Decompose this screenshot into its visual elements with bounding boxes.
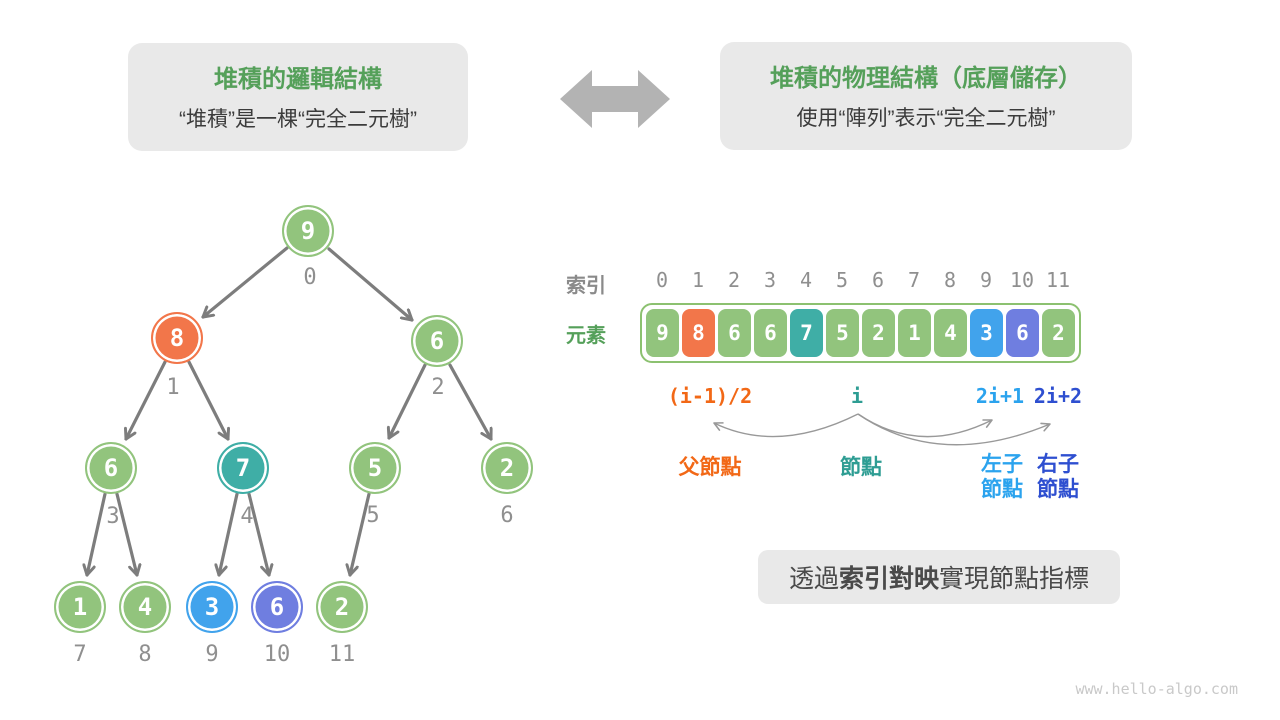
- caption-suffix: 實現節點指標: [939, 565, 1090, 593]
- tree-index-label: 10: [263, 642, 291, 667]
- array-cell: 3: [970, 309, 1003, 357]
- tree-index-label: 5: [366, 503, 380, 528]
- tree-node: 6: [251, 581, 303, 633]
- tree-node: 9: [282, 205, 334, 257]
- array-index: 1: [691, 268, 705, 292]
- array-index: 11: [1045, 268, 1071, 292]
- array-cell: 6: [1006, 309, 1039, 357]
- physical-structure-title: 堆積的物理結構（底層儲存）: [770, 65, 1082, 92]
- array-index: 9: [979, 268, 993, 292]
- double-arrow-icon: [560, 70, 670, 128]
- logical-structure-subtitle: “堆積”是一棵“完全二元樹”: [179, 108, 417, 131]
- array-index: 8: [943, 268, 957, 292]
- physical-structure-subtitle: 使用“陣列”表示“完全二元樹”: [796, 107, 1056, 130]
- node-index-formula: i: [850, 384, 864, 408]
- array-index: 10: [1009, 268, 1035, 292]
- tree-index-label: 7: [73, 642, 87, 667]
- array-cell: 2: [1042, 309, 1075, 357]
- parent-index-arrow: [713, 413, 859, 438]
- tree-node: 5: [349, 442, 401, 494]
- tree-node: 1: [54, 581, 106, 633]
- physical-structure-box: 堆積的物理結構（底層儲存） 使用“陣列”表示“完全二元樹”: [720, 42, 1132, 150]
- tree-node: 2: [481, 442, 533, 494]
- right-child-index-arrow: [857, 413, 1051, 446]
- node-label: 節點: [840, 456, 882, 479]
- logical-structure-title: 堆積的邏輯結構: [214, 66, 382, 93]
- tree-node: 3: [186, 581, 238, 633]
- tree-index-label: 0: [303, 265, 317, 290]
- caption-bold: 索引對映: [838, 565, 939, 593]
- array-cell: 6: [718, 309, 751, 357]
- tree-index-label: 3: [106, 504, 120, 529]
- tree-index-label: 6: [500, 503, 514, 528]
- array-index: 7: [907, 268, 921, 292]
- parent-node-label: 父節點: [678, 456, 742, 479]
- array-index: 3: [763, 268, 777, 292]
- left-child-index-formula: 2i+1: [975, 384, 1025, 408]
- tree-node: 6: [411, 315, 463, 367]
- array-index: 4: [799, 268, 813, 292]
- tree-node: 6: [85, 442, 137, 494]
- tree-node: 4: [119, 581, 171, 633]
- array-cell: 7: [790, 309, 823, 357]
- array-index: 6: [871, 268, 885, 292]
- array-index: 2: [727, 268, 741, 292]
- tree-index-label: 2: [431, 375, 445, 400]
- tree-index-label: 11: [328, 642, 356, 667]
- tree-node: 8: [151, 312, 203, 364]
- right-child-node-label: 右子 節點: [1037, 453, 1079, 501]
- left-child-index-arrow: [857, 413, 993, 438]
- array-cell: 5: [826, 309, 859, 357]
- caption-prefix: 透過: [788, 565, 839, 593]
- tree-index-label: 9: [205, 642, 219, 667]
- tree-node: 2: [316, 581, 368, 633]
- tree-edge: [201, 246, 289, 319]
- array-element-row-label: 元素: [566, 325, 606, 347]
- left-child-node-label: 左子 節點: [981, 453, 1023, 501]
- array-cell: 2: [862, 309, 895, 357]
- array-index-row-label: 索引: [566, 275, 606, 297]
- tree-index-label: 8: [138, 642, 152, 667]
- tree-node: 7: [217, 442, 269, 494]
- array-cell: 4: [934, 309, 967, 357]
- tree-index-label: 4: [240, 504, 254, 529]
- tree-edge: [187, 360, 228, 441]
- watermark: www.hello-algo.com: [1075, 680, 1238, 698]
- array-cell: 6: [754, 309, 787, 357]
- caption-box: 透過索引對映實現節點指標: [758, 550, 1120, 604]
- tree-edge: [327, 247, 414, 322]
- heap-array: 9 8 6 6 7 5 2 1 4 3 6 2: [640, 303, 1081, 363]
- logical-structure-box: 堆積的邏輯結構 “堆積”是一棵“完全二元樹”: [128, 43, 468, 151]
- array-cell: 9: [646, 309, 679, 357]
- tree-index-label: 1: [166, 375, 180, 400]
- array-index: 5: [835, 268, 849, 292]
- tree-edge: [126, 360, 167, 441]
- array-cell: 8: [682, 309, 715, 357]
- array-index: 0: [655, 268, 669, 292]
- array-cell: 1: [898, 309, 931, 357]
- right-child-index-formula: 2i+2: [1033, 384, 1083, 408]
- parent-index-formula: (i-1)/2: [667, 384, 753, 408]
